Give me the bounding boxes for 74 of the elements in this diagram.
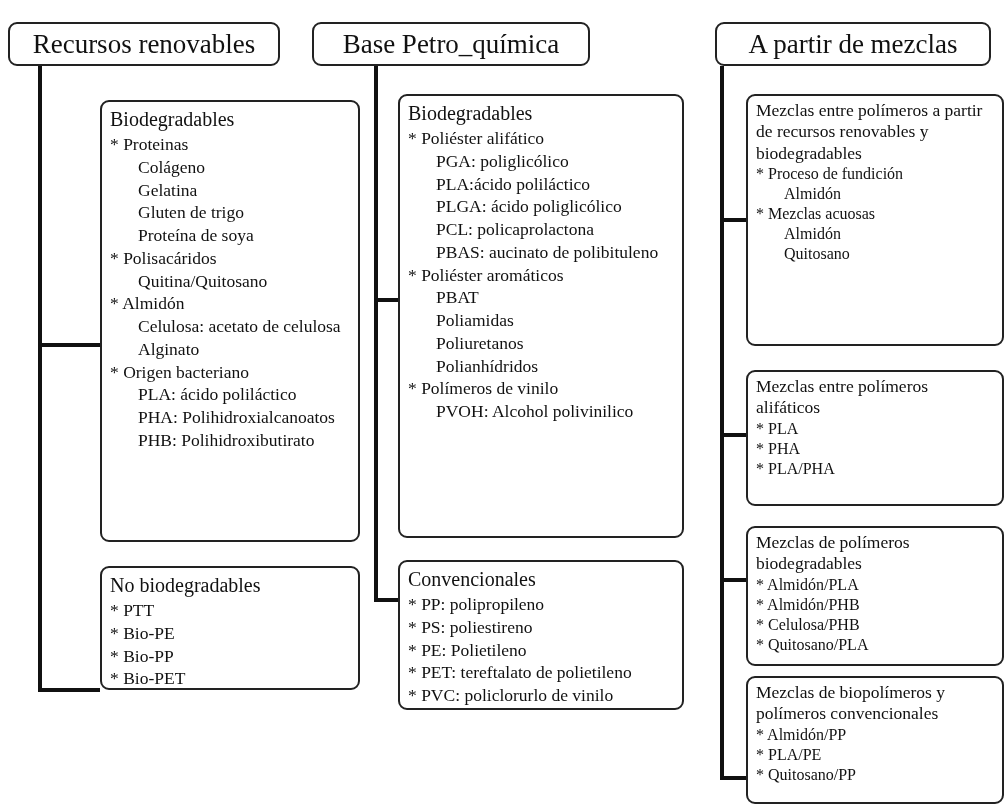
list-item: Celulosa: acetato de celulosa	[137, 315, 342, 338]
category-title: Recursos renovables	[32, 28, 256, 60]
bullet-item: * PS: poliestireno	[408, 615, 534, 639]
bullet-item: * Proceso de fundición	[756, 164, 905, 185]
category-box	[8, 22, 280, 66]
list-item: Gelatina	[137, 178, 199, 202]
list-item: Colágeno	[137, 155, 207, 179]
list-box	[746, 526, 1004, 666]
bullet-item: * Bio-PP	[110, 644, 175, 668]
list-box	[746, 676, 1004, 804]
bullet-item: * Quitosano/PP	[756, 764, 857, 785]
list-item: Poliamidas	[435, 309, 515, 332]
bullet-item: * PTT	[110, 599, 156, 622]
bullet-item: * Almidón	[110, 292, 186, 315]
bullet-item: * PE: Polietileno	[408, 638, 528, 662]
bullet-item: * Mezclas acuosas	[756, 204, 877, 225]
box-heading: No biodegradables	[110, 573, 262, 599]
bullet-item: * PET: tereftalato de polietileno	[408, 661, 633, 684]
bullet-item: * Proteinas	[110, 133, 190, 156]
list-item: Alginato	[137, 337, 201, 361]
list-item: Quitina/Quitosano	[137, 269, 269, 293]
list-item: PGA: poliglicólico	[435, 149, 570, 173]
bullet-item: * Almidón/PLA	[756, 574, 860, 595]
bullet-item: * PHA	[756, 438, 801, 459]
list-item: PHB: Polihidroxibutirato	[137, 428, 316, 452]
bullet-item: * PLA/PHA	[756, 458, 836, 479]
bullet-item: * Quitosano/PLA	[756, 634, 870, 655]
list-item: Quitosano	[783, 244, 851, 265]
list-item: Almidón	[783, 224, 842, 245]
list-item: PCL: policaprolactona	[435, 218, 595, 241]
bullet-item: * Origen bacteriano	[110, 360, 250, 384]
bullet-item: * Poliéster aromáticos	[408, 263, 565, 287]
tree-connector	[374, 66, 398, 602]
box-heading: Mezclas de polímeros biodegradables	[756, 532, 911, 575]
bullet-item: * PP: polipropileno	[408, 593, 546, 616]
bullet-item: * Almidón/PHB	[756, 594, 861, 615]
list-box	[100, 100, 360, 542]
box-heading: Mezclas entre polímeros alifáticos	[756, 376, 930, 419]
category-title: Base Petro_química	[342, 28, 560, 60]
list-item: Gluten de trigo	[137, 201, 245, 224]
list-item: Almidón	[783, 184, 842, 205]
bullet-item: * Polisacáridos	[110, 246, 218, 270]
bullet-item: * Celulosa/PHB	[756, 614, 861, 635]
list-box	[398, 560, 684, 710]
bullet-item: * PLA	[756, 418, 800, 439]
box-heading: Biodegradables	[408, 101, 534, 127]
category-box	[312, 22, 590, 66]
list-item: PHA: Polihidroxialcanoatos	[137, 406, 336, 429]
bullet-item: * PLA/PE	[756, 744, 823, 765]
list-box	[746, 94, 1004, 346]
list-item: PBAT	[435, 286, 480, 309]
list-item: PLGA: ácido poliglicólico	[435, 195, 623, 218]
list-item: PVOH: Alcohol polivinilico	[435, 400, 635, 423]
box-heading: Mezclas de biopolímeros y polímeros convencionales	[756, 682, 947, 725]
list-item: Poliuretanos	[435, 331, 525, 355]
bullet-item: * Bio-PE	[110, 621, 176, 645]
list-box	[398, 94, 684, 538]
box-heading: Mezclas entre polímeros a partir de recursos renovables y biodegradables	[756, 100, 984, 165]
list-item: Polianhídridos	[435, 354, 540, 378]
list-box	[746, 370, 1004, 506]
list-item: PBAS: aucinato de polibituleno	[435, 240, 660, 264]
box-heading: Convencionales	[408, 567, 537, 592]
bullet-item: * Poliéster alifático	[408, 127, 546, 150]
bullet-item: * Polímeros de vinilo	[408, 377, 560, 400]
list-box	[100, 566, 360, 690]
bullet-item: * Almidón/PP	[756, 724, 848, 745]
category-title: A partir de mezclas	[748, 28, 958, 60]
bullet-item: * PVC: policlorurlo de vinilo	[408, 684, 615, 707]
list-item: PLA:ácido poliláctico	[435, 172, 592, 196]
category-box	[715, 22, 991, 66]
box-heading: Biodegradables	[110, 107, 236, 133]
bullet-item: * Bio-PET	[110, 667, 187, 690]
list-item: PLA: ácido poliláctico	[137, 383, 298, 406]
list-item: Proteína de soya	[137, 224, 255, 247]
